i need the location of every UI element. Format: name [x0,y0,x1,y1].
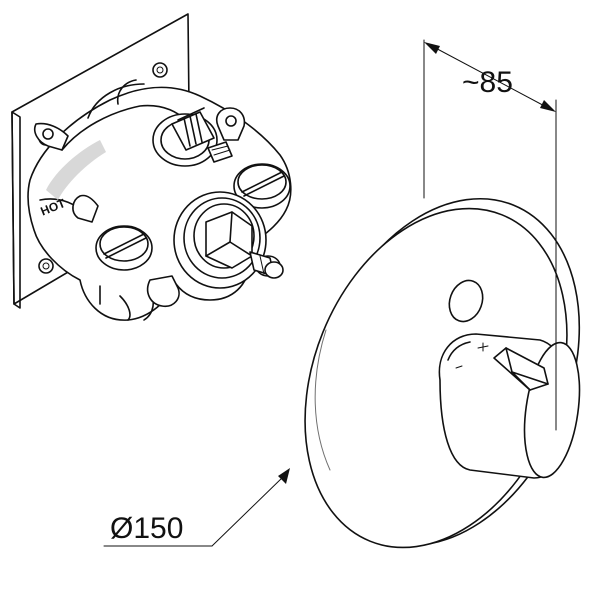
depth-dimension: ~85 [423,39,557,431]
plate-hole-bottom-left [38,258,54,274]
plate-hole-top-right [152,62,168,78]
arrow-head-left [424,42,440,54]
valve-body-assembly: HOT [11,13,292,321]
arrow-head-right [540,100,556,112]
diameter-dimension-label: Ø150 [110,512,183,545]
mounting-lug-bottom [146,275,180,308]
leader-arrow-head [278,468,290,484]
mounting-lug-top [215,107,246,141]
diameter-dimension: Ø150 [103,468,290,547]
hex-nut [205,211,253,269]
depth-dimension-label: ~85 [462,66,513,99]
button-opening [448,279,484,323]
leader-line-diagonal [211,475,285,547]
dimension-line [427,43,553,111]
mounting-lug-side [72,194,99,223]
escutcheon-assembly [304,197,581,549]
thermostat-handle [438,333,581,479]
stop-screw-left [95,225,153,271]
outlet-connection [173,191,284,289]
stop-screw-right [233,163,291,209]
